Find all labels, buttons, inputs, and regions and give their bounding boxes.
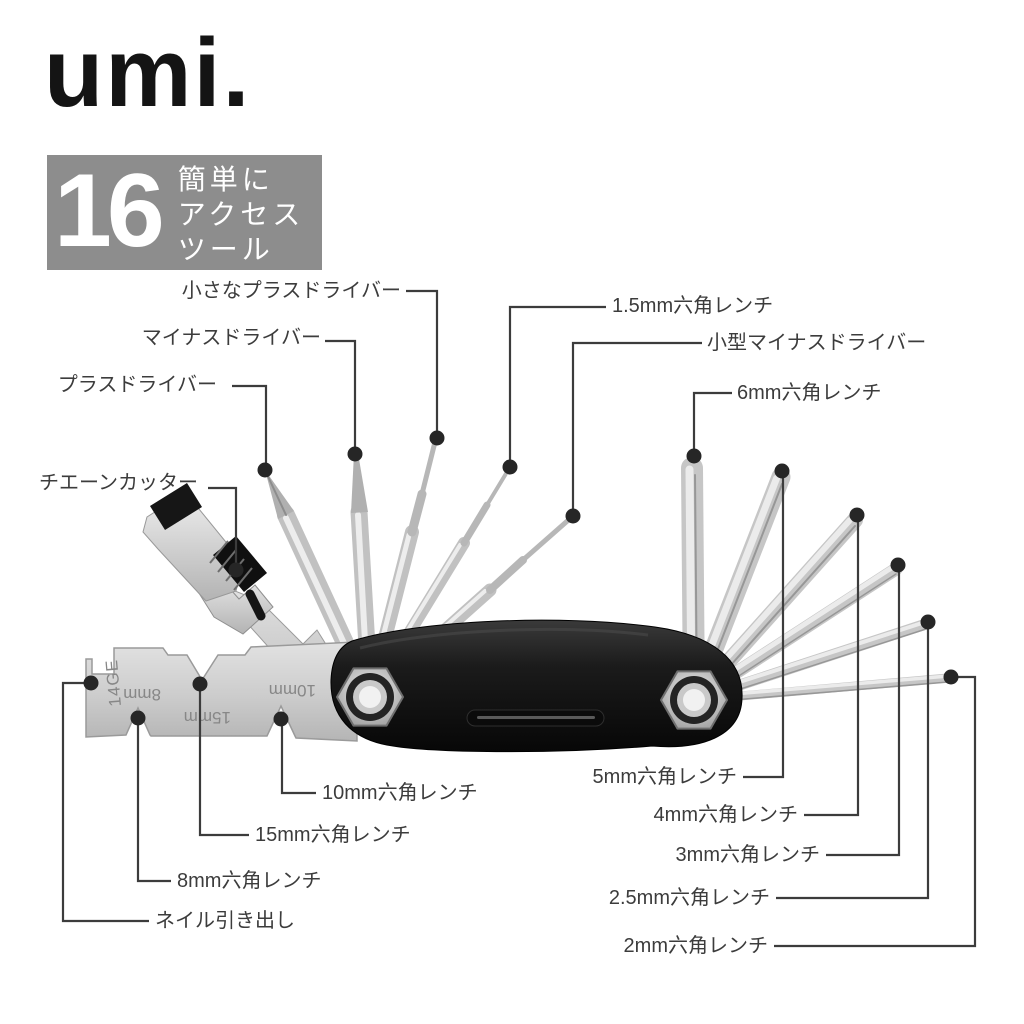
callout-label-hex-15mm: 15mm六角レンチ [255,824,411,846]
callout-label-small-flathead: 小型マイナスドライバー [707,332,927,354]
wrench-plate-outline [85,641,358,742]
callout-label-hex-3mm: 3mm六角レンチ [675,844,820,866]
badge-caption: 簡単に アクセス ツール [178,162,305,267]
chain-cutter-pin [245,589,266,621]
badge-caption-line3: ツール [177,234,274,265]
brand-logo: umi. [44,18,252,127]
tool-count-badge: 16 簡単に アクセス ツール [47,155,322,270]
callout-label-hex-10mm: 10mm六角レンチ [322,782,478,804]
tool-count: 16 [54,153,165,269]
chain-cutter-cap [150,483,202,530]
badge-caption-line2: アクセス [177,199,305,230]
callout-lines [61,289,977,948]
callout-label-hex-6mm: 6mm六角レンチ [737,382,882,404]
callout-label-chain-cutter: チエーンカッター [39,472,198,494]
plate-marking-10mm: 10mm [269,681,316,700]
callout-label-hex-5mm: 5mm六角レンチ [592,766,737,788]
callout-label-flathead: マイナスドライバー [141,327,321,349]
plate-marking-8mm: 8mm [123,685,161,704]
tool-body-shell [330,619,743,753]
callout-label-hex-2mm: 2mm六角レンチ [623,935,768,957]
callout-label-small-phillips: 小さなプラスドライバー [181,280,401,302]
right-pivot-bolt [660,670,728,730]
callout-label-hex-8mm: 8mm六角レンチ [177,870,322,892]
plate-marking-15mm: 15mm [184,708,231,727]
badge-caption-line1: 簡単に [177,164,274,195]
wrench-plate: 14GE 8mm 15mm 10mm [85,641,358,742]
plate-marking-14ge: 14GE [102,658,125,707]
callout-label-hex-1-5mm: 1.5mm六角レンチ [612,295,774,317]
callout-label-nail-puller: ネイル引き出し [155,910,295,932]
callout-label-hex-2-5mm: 2.5mm六角レンチ [608,887,770,909]
left-pivot-bolt [336,667,404,727]
tool-body [330,619,743,753]
callout-label-hex-4mm: 4mm六角レンチ [653,804,798,826]
callout-dots [83,430,959,727]
callout-label-phillips: プラスドライバー [57,374,217,396]
